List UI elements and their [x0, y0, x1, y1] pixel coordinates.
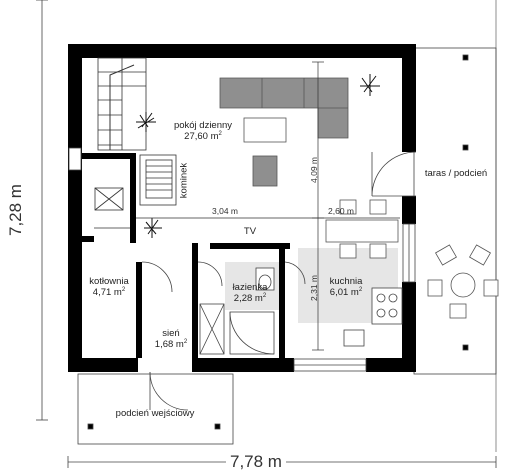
room-label-porch: podcień wejściowy [115, 408, 195, 419]
hall-name: sień [162, 328, 180, 339]
fireplace-label: kominek [178, 162, 190, 199]
inner-dimensions [136, 61, 400, 351]
kitchen-name: kuchnia [329, 276, 363, 287]
dim-living-depth: 4,09 m [309, 157, 319, 183]
dim-overall-width: 7,78 m [226, 452, 286, 472]
interior-walls [82, 153, 290, 361]
tv-label: TV [243, 226, 257, 237]
plants [136, 74, 380, 238]
dim-kitchen-width: 2,60 m [328, 206, 354, 216]
living-name: pokój dzienny [173, 120, 233, 131]
dining-furniture [325, 199, 499, 319]
bathroom-area-sup: 2 [262, 292, 267, 299]
dim-overall-height: 7,28 m [6, 178, 26, 242]
kitchen-area-sup: 2 [358, 286, 363, 293]
hall-area: 1,68 m [154, 339, 184, 350]
room-label-kitchen: kuchnia 6,01 m2 [318, 276, 374, 298]
bathroom-fixtures [199, 267, 275, 355]
dim-living-width: 3,04 m [212, 206, 238, 216]
dim-kitchen-depth: 2,31 m [309, 275, 319, 301]
dimension-lines [36, 0, 497, 468]
room-label-boiler: kotłownia 4,71 m2 [88, 276, 130, 298]
outdoor-areas [77, 47, 497, 445]
living-room-furniture [219, 77, 349, 187]
kitchen-counter [343, 287, 403, 347]
living-area: 27,60 m [184, 131, 219, 142]
staircase [94, 57, 147, 229]
hall-area-sup: 2 [183, 338, 188, 345]
doors [141, 151, 417, 411]
fireplace [139, 154, 177, 206]
windows [68, 147, 416, 372]
bathroom-name: łazienka [232, 282, 268, 293]
room-label-hall: sień 1,68 m2 [150, 328, 192, 350]
living-area-sup: 2 [218, 130, 222, 137]
boiler-area: 4,71 m [92, 287, 122, 298]
bathroom-area: 2,28 m [233, 293, 263, 304]
exterior-walls [68, 44, 416, 372]
room-label-living: pokój dzienny 27,60 m2 [158, 120, 248, 142]
room-label-terrace: taras / podcień [424, 168, 488, 179]
room-label-bathroom: łazienka 2,28 m2 [222, 282, 278, 304]
kitchen-area: 6,01 m [329, 287, 359, 298]
boiler-name: kotłownia [89, 276, 129, 287]
boiler-area-sup: 2 [121, 286, 126, 293]
